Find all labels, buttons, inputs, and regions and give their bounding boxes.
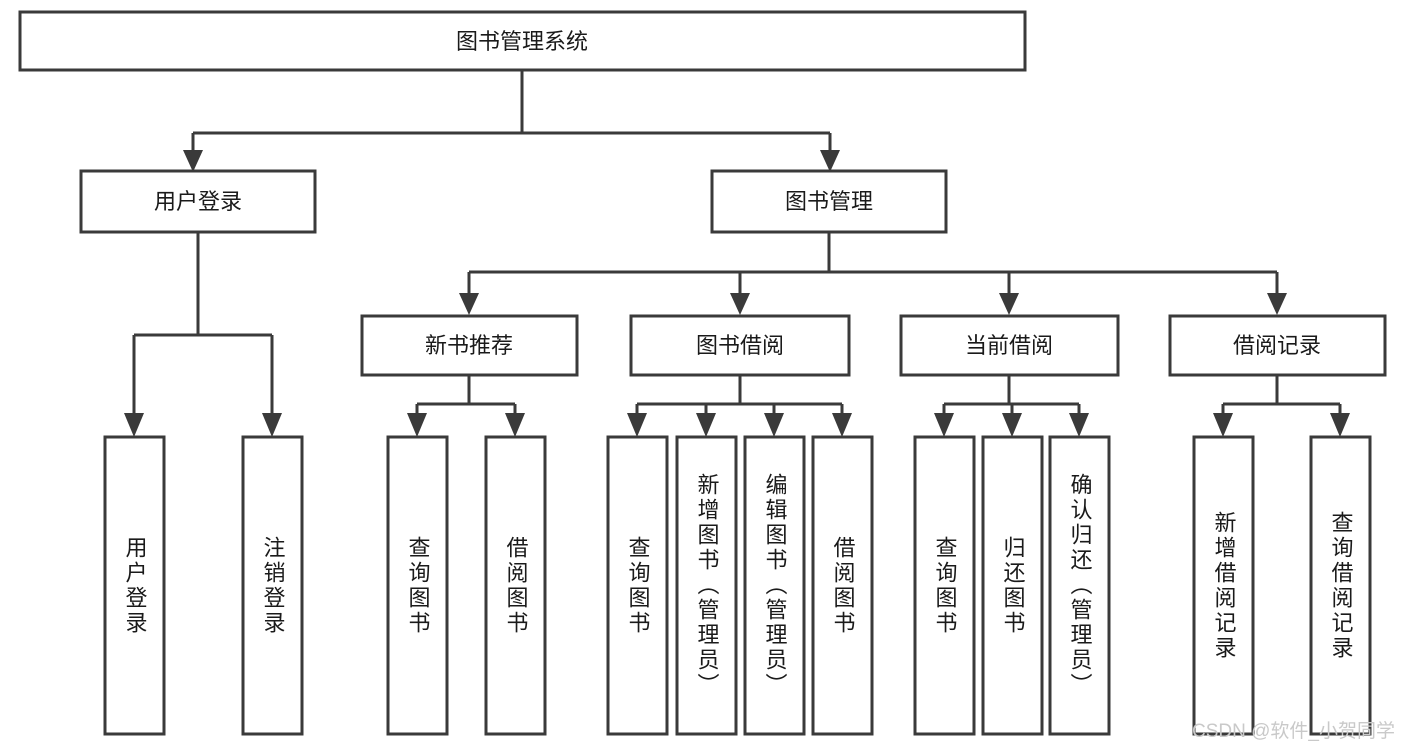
leaf-boxes: [103, 435, 1372, 736]
node-root[interactable]: 图书管理系统: [18, 10, 1027, 72]
node-current-borrow[interactable]: 当前借阅: [899, 314, 1120, 377]
leaf-box-edit-book-admin[interactable]: [743, 435, 806, 736]
leaf-box-query-book-3[interactable]: [913, 435, 976, 736]
csdn-watermark: CSDN @软件_小贺同学: [1192, 721, 1395, 742]
leaf-box-query-book-2[interactable]: [606, 435, 669, 736]
node-book-management-label: 图书管理: [785, 189, 873, 214]
node-root-label: 图书管理系统: [456, 29, 588, 54]
leaf-box-add-book-admin[interactable]: [675, 435, 738, 736]
connector-bookmgmt-to-level2: [459, 232, 1287, 315]
leaf-box-query-record[interactable]: [1309, 435, 1372, 736]
leaf-box-borrow-book-1[interactable]: [484, 435, 547, 736]
leaf-box-logout[interactable]: [241, 435, 304, 736]
node-new-book-recommend-label: 新书推荐: [425, 333, 513, 358]
node-borrow-record-label: 借阅记录: [1233, 333, 1321, 358]
connector-userlogin-to-leaves: [124, 232, 282, 437]
leaf-box-add-record[interactable]: [1192, 435, 1255, 736]
node-book-management[interactable]: 图书管理: [710, 169, 948, 234]
node-user-login-label: 用户登录: [154, 189, 242, 214]
leaf-box-confirm-return-admin[interactable]: [1048, 435, 1111, 736]
node-user-login[interactable]: 用户登录: [79, 169, 317, 234]
node-borrow-record[interactable]: 借阅记录: [1168, 314, 1387, 377]
node-current-borrow-label: 当前借阅: [965, 333, 1053, 358]
node-book-borrow-label: 图书借阅: [696, 333, 784, 358]
connector-root-to-level1: [183, 70, 840, 172]
connector-record-to-leaves: [1213, 375, 1350, 437]
leaf-box-borrow-book-2[interactable]: [811, 435, 874, 736]
leaf-box-return-book[interactable]: [981, 435, 1044, 736]
node-book-borrow[interactable]: 图书借阅: [629, 314, 851, 377]
connector-current-to-leaves: [934, 375, 1089, 437]
leaf-box-query-book-1[interactable]: [386, 435, 449, 736]
connector-newbook-to-leaves: [407, 375, 525, 437]
connector-borrow-to-leaves: [627, 375, 852, 437]
leaf-box-user-login[interactable]: [103, 435, 166, 736]
node-new-book-recommend[interactable]: 新书推荐: [360, 314, 579, 377]
